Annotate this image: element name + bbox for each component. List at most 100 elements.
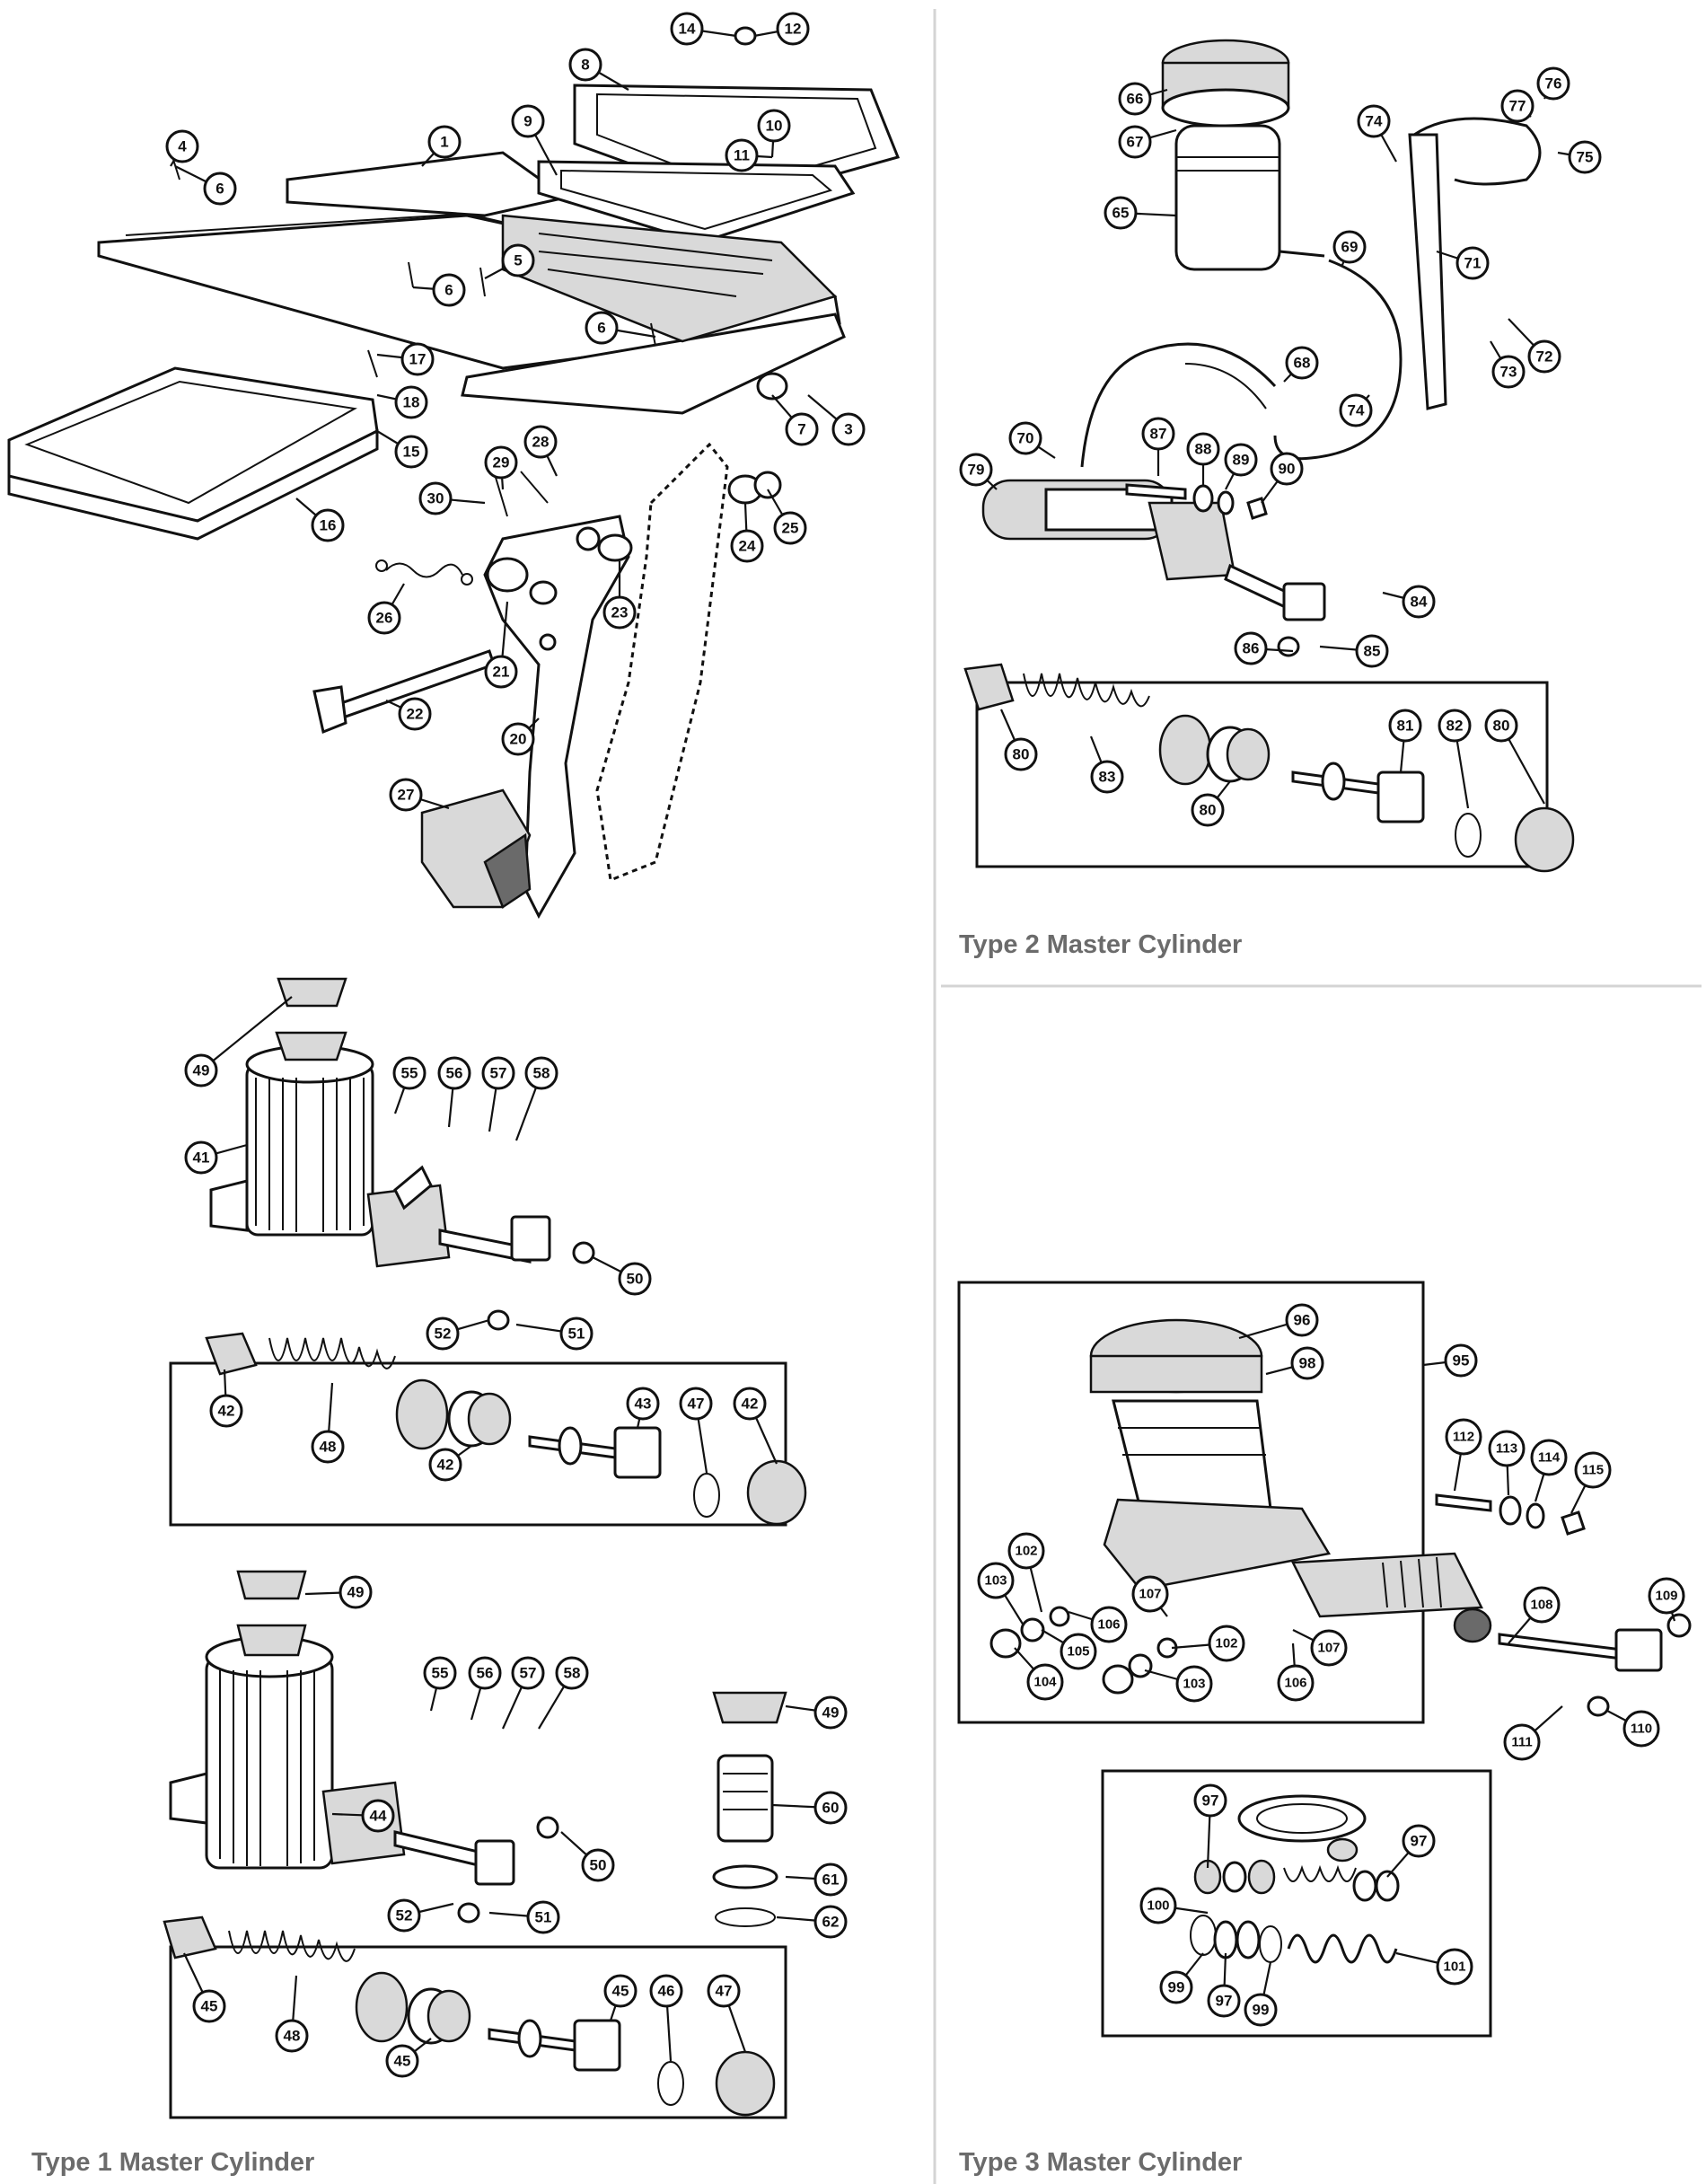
part-callout: 5 bbox=[501, 243, 535, 277]
part-callout: 66 bbox=[1118, 82, 1152, 116]
callout-circle bbox=[626, 1387, 660, 1421]
callout-number: 6 bbox=[215, 181, 224, 198]
part-callout: 103 bbox=[977, 1562, 1015, 1599]
callout-number: 112 bbox=[1453, 1430, 1474, 1445]
callout-number: 57 bbox=[520, 1665, 537, 1682]
callout-circle bbox=[361, 1799, 395, 1833]
callout-number: 75 bbox=[1577, 149, 1594, 166]
type3-caption: Type 3 Master Cylinder bbox=[959, 2148, 1243, 2177]
callout-number: 15 bbox=[403, 444, 420, 461]
part-callout: 14 bbox=[670, 12, 704, 46]
part-callout: 45 bbox=[385, 2044, 419, 2078]
callout-circle bbox=[526, 1900, 560, 1934]
callout-circle bbox=[813, 1905, 848, 1939]
callout-number: 51 bbox=[535, 1909, 552, 1926]
callout-circle bbox=[1159, 1970, 1193, 2004]
callout-circle bbox=[1332, 230, 1367, 264]
callout-circle bbox=[1310, 1629, 1348, 1667]
callout-number: 44 bbox=[370, 1808, 387, 1825]
callout-number: 49 bbox=[822, 1704, 840, 1722]
callout-circle bbox=[1270, 452, 1304, 486]
part-callout: 18 bbox=[394, 385, 428, 419]
callout-circle bbox=[524, 1056, 558, 1090]
callout-number: 25 bbox=[782, 520, 799, 537]
part-callout: 88 bbox=[1186, 432, 1220, 466]
part-callout: 57 bbox=[481, 1056, 515, 1090]
callout-number: 97 bbox=[1202, 1792, 1219, 1810]
callout-number: 42 bbox=[437, 1457, 454, 1474]
callout-circle bbox=[192, 1989, 226, 2023]
callout-circle bbox=[394, 435, 428, 469]
part-callout: 48 bbox=[275, 2019, 309, 2053]
callout-circle bbox=[418, 481, 453, 515]
part-callout: 51 bbox=[559, 1317, 594, 1351]
callout-number: 16 bbox=[320, 517, 337, 534]
callout-number: 82 bbox=[1447, 718, 1464, 735]
callout-circle bbox=[1484, 709, 1518, 743]
callout-number: 86 bbox=[1243, 640, 1260, 657]
callout-number: 29 bbox=[493, 454, 510, 471]
callout-circle bbox=[1244, 1993, 1278, 2027]
part-callout: 106 bbox=[1277, 1664, 1315, 1702]
callout-number: 42 bbox=[742, 1396, 759, 1413]
part-callout: 100 bbox=[1139, 1887, 1177, 1924]
callout-number: 6 bbox=[597, 320, 605, 337]
callout-circle bbox=[385, 2044, 419, 2078]
callout-number: 43 bbox=[635, 1396, 652, 1413]
callout-circle bbox=[1388, 709, 1422, 743]
part-callout: 71 bbox=[1455, 246, 1490, 280]
callout-number: 114 bbox=[1538, 1450, 1561, 1466]
callout-circle bbox=[813, 1863, 848, 1897]
callout-circle bbox=[1523, 1586, 1561, 1624]
callout-circle bbox=[1648, 1577, 1685, 1615]
part-callout: 73 bbox=[1491, 355, 1526, 389]
part-callout: 98 bbox=[1290, 1346, 1324, 1380]
part-callout: 15 bbox=[394, 435, 428, 469]
callout-circle bbox=[581, 1848, 615, 1882]
part-callout: 3 bbox=[831, 412, 866, 446]
part-callout: 84 bbox=[1402, 585, 1436, 619]
callout-number: 85 bbox=[1364, 643, 1381, 660]
part-callout: 108 bbox=[1523, 1586, 1561, 1624]
callout-number: 51 bbox=[568, 1325, 585, 1343]
part-callout: 44 bbox=[361, 1799, 395, 1833]
part-callout: 83 bbox=[1090, 760, 1124, 794]
callout-circle bbox=[165, 129, 199, 163]
part-callout: 43 bbox=[626, 1387, 660, 1421]
part-callout: 49 bbox=[184, 1053, 218, 1088]
callout-circle bbox=[1503, 1723, 1541, 1761]
callout-circle bbox=[1234, 631, 1268, 665]
callout-number: 45 bbox=[612, 1983, 629, 2000]
callout-number: 98 bbox=[1299, 1355, 1316, 1372]
part-callout: 110 bbox=[1622, 1710, 1660, 1748]
part-callout: 82 bbox=[1438, 709, 1472, 743]
callout-circle bbox=[1208, 1625, 1245, 1662]
callout-circle bbox=[555, 1656, 589, 1690]
callout-number: 99 bbox=[1168, 1979, 1185, 1996]
callout-circle bbox=[400, 342, 435, 376]
callout-circle bbox=[831, 412, 866, 446]
part-callout: 112 bbox=[1445, 1418, 1482, 1456]
callout-number: 99 bbox=[1253, 2002, 1270, 2019]
callout-number: 73 bbox=[1500, 364, 1517, 381]
part-callout: 56 bbox=[437, 1056, 471, 1090]
part-callout: 42 bbox=[733, 1387, 767, 1421]
part-callout: 103 bbox=[1175, 1665, 1213, 1703]
callout-number: 115 bbox=[1582, 1463, 1604, 1478]
callout-number: 113 bbox=[1496, 1441, 1517, 1457]
callout-number: 58 bbox=[564, 1665, 581, 1682]
callout-number: 14 bbox=[679, 21, 696, 38]
callout-number: 52 bbox=[396, 1907, 413, 1924]
callout-circle bbox=[1277, 1664, 1315, 1702]
callout-number: 102 bbox=[1215, 1636, 1237, 1651]
callout-number: 80 bbox=[1493, 718, 1510, 735]
callout-circle bbox=[275, 2019, 309, 2053]
callout-number: 97 bbox=[1411, 1833, 1428, 1850]
part-callout: 48 bbox=[311, 1430, 345, 1464]
callout-number: 67 bbox=[1127, 134, 1144, 151]
callout-circle bbox=[184, 1140, 218, 1175]
part-callout: 67 bbox=[1118, 125, 1152, 159]
part-callout: 29 bbox=[484, 445, 518, 480]
callout-circle bbox=[311, 1430, 345, 1464]
part-callout: 97 bbox=[1193, 1783, 1227, 1818]
